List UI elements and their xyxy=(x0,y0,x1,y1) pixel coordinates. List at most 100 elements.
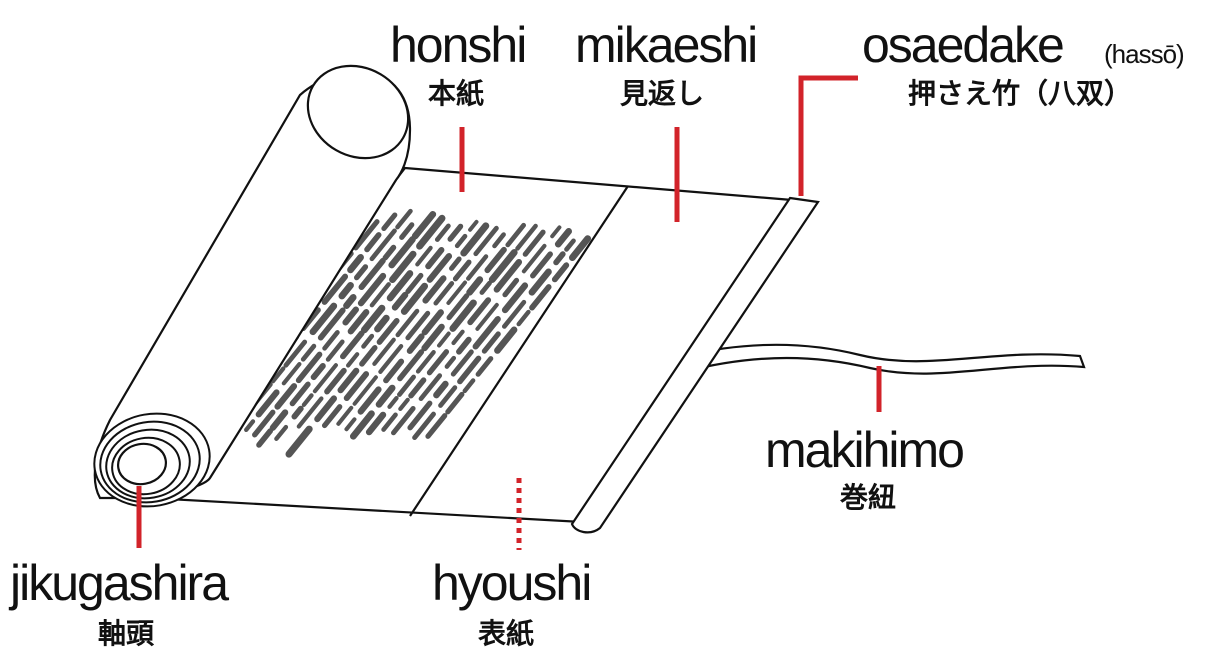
osaedake-strip xyxy=(570,196,820,534)
text-stroke xyxy=(493,258,523,293)
honshi-romaji: honshi xyxy=(390,17,527,73)
text-stroke xyxy=(554,228,573,248)
text-stroke xyxy=(451,329,465,346)
text-stroke xyxy=(391,291,409,311)
text-stroke xyxy=(382,244,397,261)
text-stroke xyxy=(381,212,398,232)
text-stroke xyxy=(522,229,546,257)
text-stroke xyxy=(395,308,420,338)
text-stroke xyxy=(388,236,416,269)
text-stroke xyxy=(452,259,472,282)
text-stroke xyxy=(415,245,433,267)
text-stroke xyxy=(397,349,425,382)
text-stroke xyxy=(467,297,492,326)
text-stroke xyxy=(358,257,386,291)
text-stroke xyxy=(466,254,489,281)
leader-lines xyxy=(136,75,882,550)
text-stroke xyxy=(397,374,416,397)
text-stroke xyxy=(445,391,465,415)
text-stroke xyxy=(405,310,431,341)
text-stroke xyxy=(325,339,345,362)
text-stroke xyxy=(488,249,518,283)
text-stroke xyxy=(378,344,404,374)
text-stroke xyxy=(346,352,360,368)
text-stroke xyxy=(407,400,433,431)
text-stroke xyxy=(321,273,349,305)
roll-top-end xyxy=(306,64,410,160)
text-stroke xyxy=(256,428,274,448)
text-stroke xyxy=(492,232,506,249)
text-stroke xyxy=(437,331,451,348)
text-stroke xyxy=(338,281,354,300)
text-stroke xyxy=(359,345,378,367)
text-stroke xyxy=(386,270,414,302)
text-stroke xyxy=(502,277,520,298)
text-stroke xyxy=(446,293,470,321)
text-stroke xyxy=(352,375,378,406)
text-stroke xyxy=(564,238,576,252)
text-stroke xyxy=(354,264,369,281)
text-stroke xyxy=(381,412,398,432)
text-stroke xyxy=(421,323,445,352)
text-stroke xyxy=(312,363,338,394)
text-stroke xyxy=(296,396,324,429)
text-stroke xyxy=(349,410,375,440)
text-stroke xyxy=(421,309,444,336)
text-stroke xyxy=(369,228,397,262)
text-stroke xyxy=(473,225,499,257)
mikaeshi-boundary xyxy=(409,185,629,517)
text-stroke xyxy=(360,304,386,334)
text-stroke xyxy=(515,223,538,251)
text-stroke xyxy=(426,349,450,376)
text-stroke xyxy=(343,371,370,402)
text-stroke xyxy=(285,425,313,458)
makihimo-romaji: makihimo xyxy=(765,422,965,478)
text-stroke xyxy=(433,380,449,399)
hyoushi-romaji: hyoushi xyxy=(432,555,592,611)
text-stroke xyxy=(324,367,347,395)
text-stroke xyxy=(343,294,357,310)
text-stroke xyxy=(528,268,552,296)
text-stroke xyxy=(521,243,547,274)
text-stroke xyxy=(255,389,280,418)
text-stroke xyxy=(457,355,482,385)
text-stroke xyxy=(516,309,531,327)
text-stroke xyxy=(550,225,562,239)
text-stroke xyxy=(244,419,256,433)
text-stroke xyxy=(337,367,360,394)
text-stroke xyxy=(416,214,446,250)
text-stroke xyxy=(415,350,436,374)
text-stroke xyxy=(418,373,443,402)
text-stroke xyxy=(530,251,553,279)
text-stroke xyxy=(569,235,592,262)
text-stroke xyxy=(484,246,507,274)
honshi-kanji: 本紙 xyxy=(428,77,485,110)
text-stroke xyxy=(300,343,317,362)
text-stroke xyxy=(472,316,501,350)
jikugashira-knob xyxy=(117,442,167,486)
text-stroke xyxy=(372,337,396,366)
text-stroke xyxy=(374,314,390,333)
text-stroke xyxy=(468,219,479,232)
text-stroke xyxy=(317,307,346,341)
text-stroke xyxy=(314,395,337,423)
text-stroke xyxy=(447,223,464,242)
text-stroke xyxy=(449,256,462,271)
text-stroke xyxy=(321,404,343,429)
text-stroke xyxy=(505,222,526,248)
text-stroke xyxy=(454,233,468,249)
text-stroke xyxy=(357,272,387,307)
mikaeshi-romaji: mikaeshi xyxy=(575,17,758,73)
text-stroke xyxy=(364,232,382,253)
text-stroke xyxy=(376,317,400,345)
text-stroke xyxy=(387,395,399,409)
text-stroke xyxy=(274,424,289,441)
text-stroke xyxy=(444,355,457,369)
text-stroke xyxy=(434,223,451,242)
text-stroke xyxy=(450,349,474,377)
text-stroke xyxy=(389,250,417,284)
text-stroke xyxy=(375,384,396,408)
text-stroke xyxy=(289,381,311,407)
mikaeshi-kanji: 見返し xyxy=(620,77,705,110)
